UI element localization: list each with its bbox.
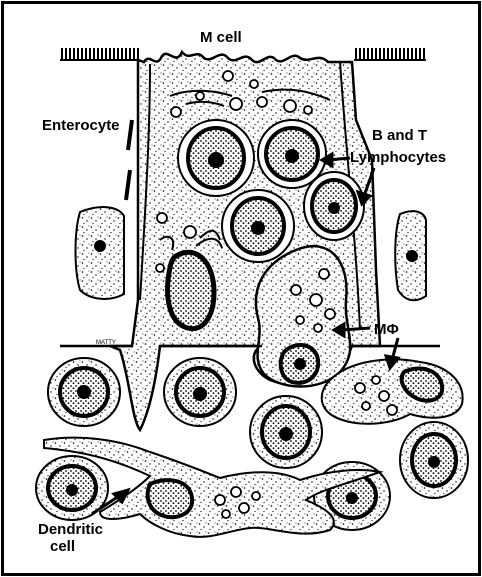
label-b-and-t-line1: B and T [372, 127, 427, 144]
label-enterocyte: Enterocyte [42, 117, 120, 134]
label-b-and-t-line2: Lymphocytes [350, 149, 446, 166]
label-dendritic-line1: Dendritic [38, 521, 103, 538]
artist-signature: MATTY [96, 340, 116, 346]
side-cell-left [76, 207, 125, 299]
lamina-lymphocyte-4 [400, 422, 468, 498]
lymphocyte-3 [222, 190, 294, 262]
label-m-cell: M cell [200, 29, 242, 46]
label-dendritic-line2: cell [50, 538, 75, 555]
label-macrophage: MΦ [374, 321, 399, 338]
lamina-lymphocyte-1 [48, 358, 120, 426]
lymphocyte-4 [304, 172, 364, 240]
lymphocyte-1 [178, 120, 254, 196]
enterocyte-nucleus [168, 252, 214, 328]
lamina-lymphocyte-3 [250, 396, 322, 468]
lamina-lymphocyte-2 [164, 358, 236, 426]
